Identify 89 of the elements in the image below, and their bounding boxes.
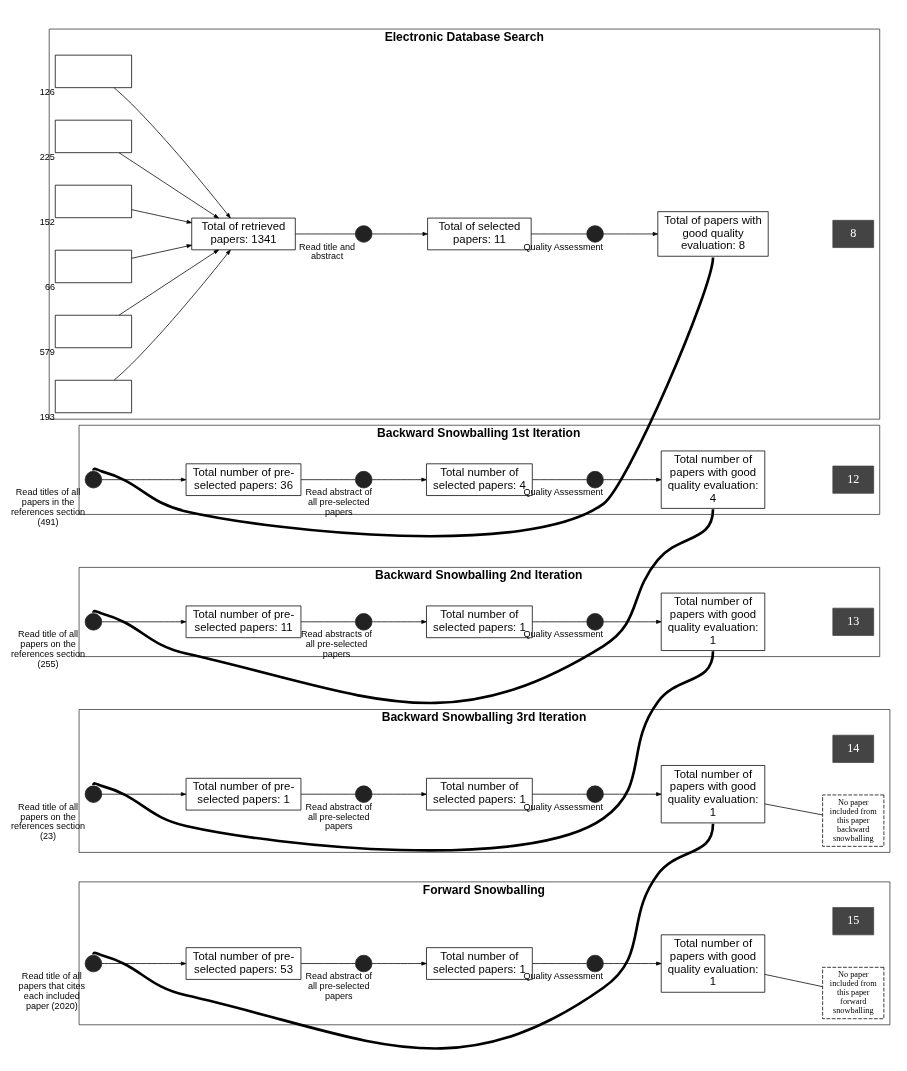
node-circle (84, 470, 103, 488)
node-box: Total number of papers with good quality evaluation: 4 (660, 450, 766, 509)
node-circle (586, 954, 604, 972)
connector (530, 233, 587, 234)
node-circle (355, 470, 373, 488)
node-box: 15 (832, 906, 875, 935)
node-box: 13 (832, 607, 875, 636)
node-box (54, 54, 132, 88)
arrow (118, 151, 219, 218)
connector (93, 508, 715, 704)
node-box (54, 249, 132, 283)
arrow (113, 86, 231, 218)
node-label: Read title of all papers that cites each included paper (2020) (18, 970, 86, 1011)
connector (93, 823, 715, 1050)
node-circle (84, 612, 103, 630)
node-label: Quality Assessment (523, 241, 604, 252)
node-box: 8 (832, 219, 875, 248)
node-label: Read title of all papers on the references section (23) (11, 801, 86, 841)
node-label: 152 (39, 216, 55, 227)
node-circle (355, 785, 373, 803)
connector (532, 793, 587, 795)
node-circle (586, 224, 604, 243)
arrow (371, 791, 427, 796)
node-box: Total number of pre-selected papers: 11 (185, 605, 302, 638)
node-circle (586, 785, 604, 803)
connector (532, 478, 587, 480)
arrow (603, 791, 662, 796)
node-box: No paper included from this paper forward snowballing (822, 966, 885, 1019)
node-label: Read abstract of all pre-selected papers (305, 970, 373, 1001)
node-box: 14 (832, 734, 875, 763)
arrow (101, 961, 187, 965)
arrow (371, 231, 428, 236)
node-box (54, 119, 132, 153)
node-box: Total number of pre-selected papers: 53 (185, 946, 302, 980)
arrow (101, 619, 187, 624)
node-circle (586, 470, 604, 488)
arrow (603, 961, 662, 965)
connector (300, 478, 356, 480)
connector (300, 793, 356, 795)
connector (295, 233, 356, 234)
arrow (131, 243, 192, 259)
node-box (54, 184, 132, 218)
arrow (113, 249, 231, 381)
connector (532, 962, 587, 964)
arrow (101, 791, 187, 796)
arrow (101, 477, 187, 482)
node-label: Read title of all papers on the references section (255) (11, 628, 86, 669)
node-box: Total of papers with good quality evaluation: 8 (657, 210, 769, 257)
node-box: Total number of pre-selected papers: 1 (185, 777, 302, 810)
node-box (54, 314, 132, 348)
node-box: Total of retrieved papers: 1341 (191, 217, 296, 250)
arrow (118, 248, 219, 316)
connector (764, 803, 823, 815)
node-label: 225 (39, 151, 55, 162)
connector (532, 620, 587, 622)
connector (300, 962, 356, 964)
arrow (371, 619, 427, 624)
node-circle (355, 954, 373, 972)
node-label: Read abstract of all pre-selected papers (305, 801, 373, 831)
connector (300, 620, 356, 622)
node-box: Total number of papers with good quality evaluation: 1 (660, 764, 766, 823)
node-label: 579 (39, 346, 55, 357)
arrow (603, 619, 662, 624)
arrow (371, 477, 427, 482)
node-label: Read title and abstract (299, 241, 356, 261)
node-label: 126 (39, 86, 55, 97)
node-box (54, 379, 132, 413)
node-label: 193 (39, 411, 55, 422)
arrow (371, 961, 427, 965)
arrow (603, 477, 662, 482)
node-circle (84, 785, 103, 803)
arrow (131, 208, 192, 224)
node-label: Read abstracts of all pre-selected papers (300, 628, 373, 659)
node-box: Total number of papers with good quality evaluation: 1 (660, 592, 766, 651)
node-box: Total number of papers with good quality evaluation: 1 (660, 933, 766, 993)
node-label: Read abstract of all pre-selected papers (305, 486, 373, 517)
node-circle (355, 612, 373, 630)
connector (764, 973, 823, 987)
node-label: 66 (44, 281, 56, 292)
node-circle (586, 612, 604, 630)
connector (93, 256, 715, 537)
arrow (603, 231, 658, 236)
node-box: No paper included from this paper backward snowballing (822, 794, 885, 847)
node-box: 12 (832, 465, 875, 494)
node-box: Total number of pre-selected papers: 36 (185, 462, 302, 496)
node-circle (84, 954, 103, 972)
node-label: Read titles of all papers in the references section (491) (11, 486, 86, 527)
node-circle (355, 224, 373, 243)
connector (93, 650, 715, 852)
